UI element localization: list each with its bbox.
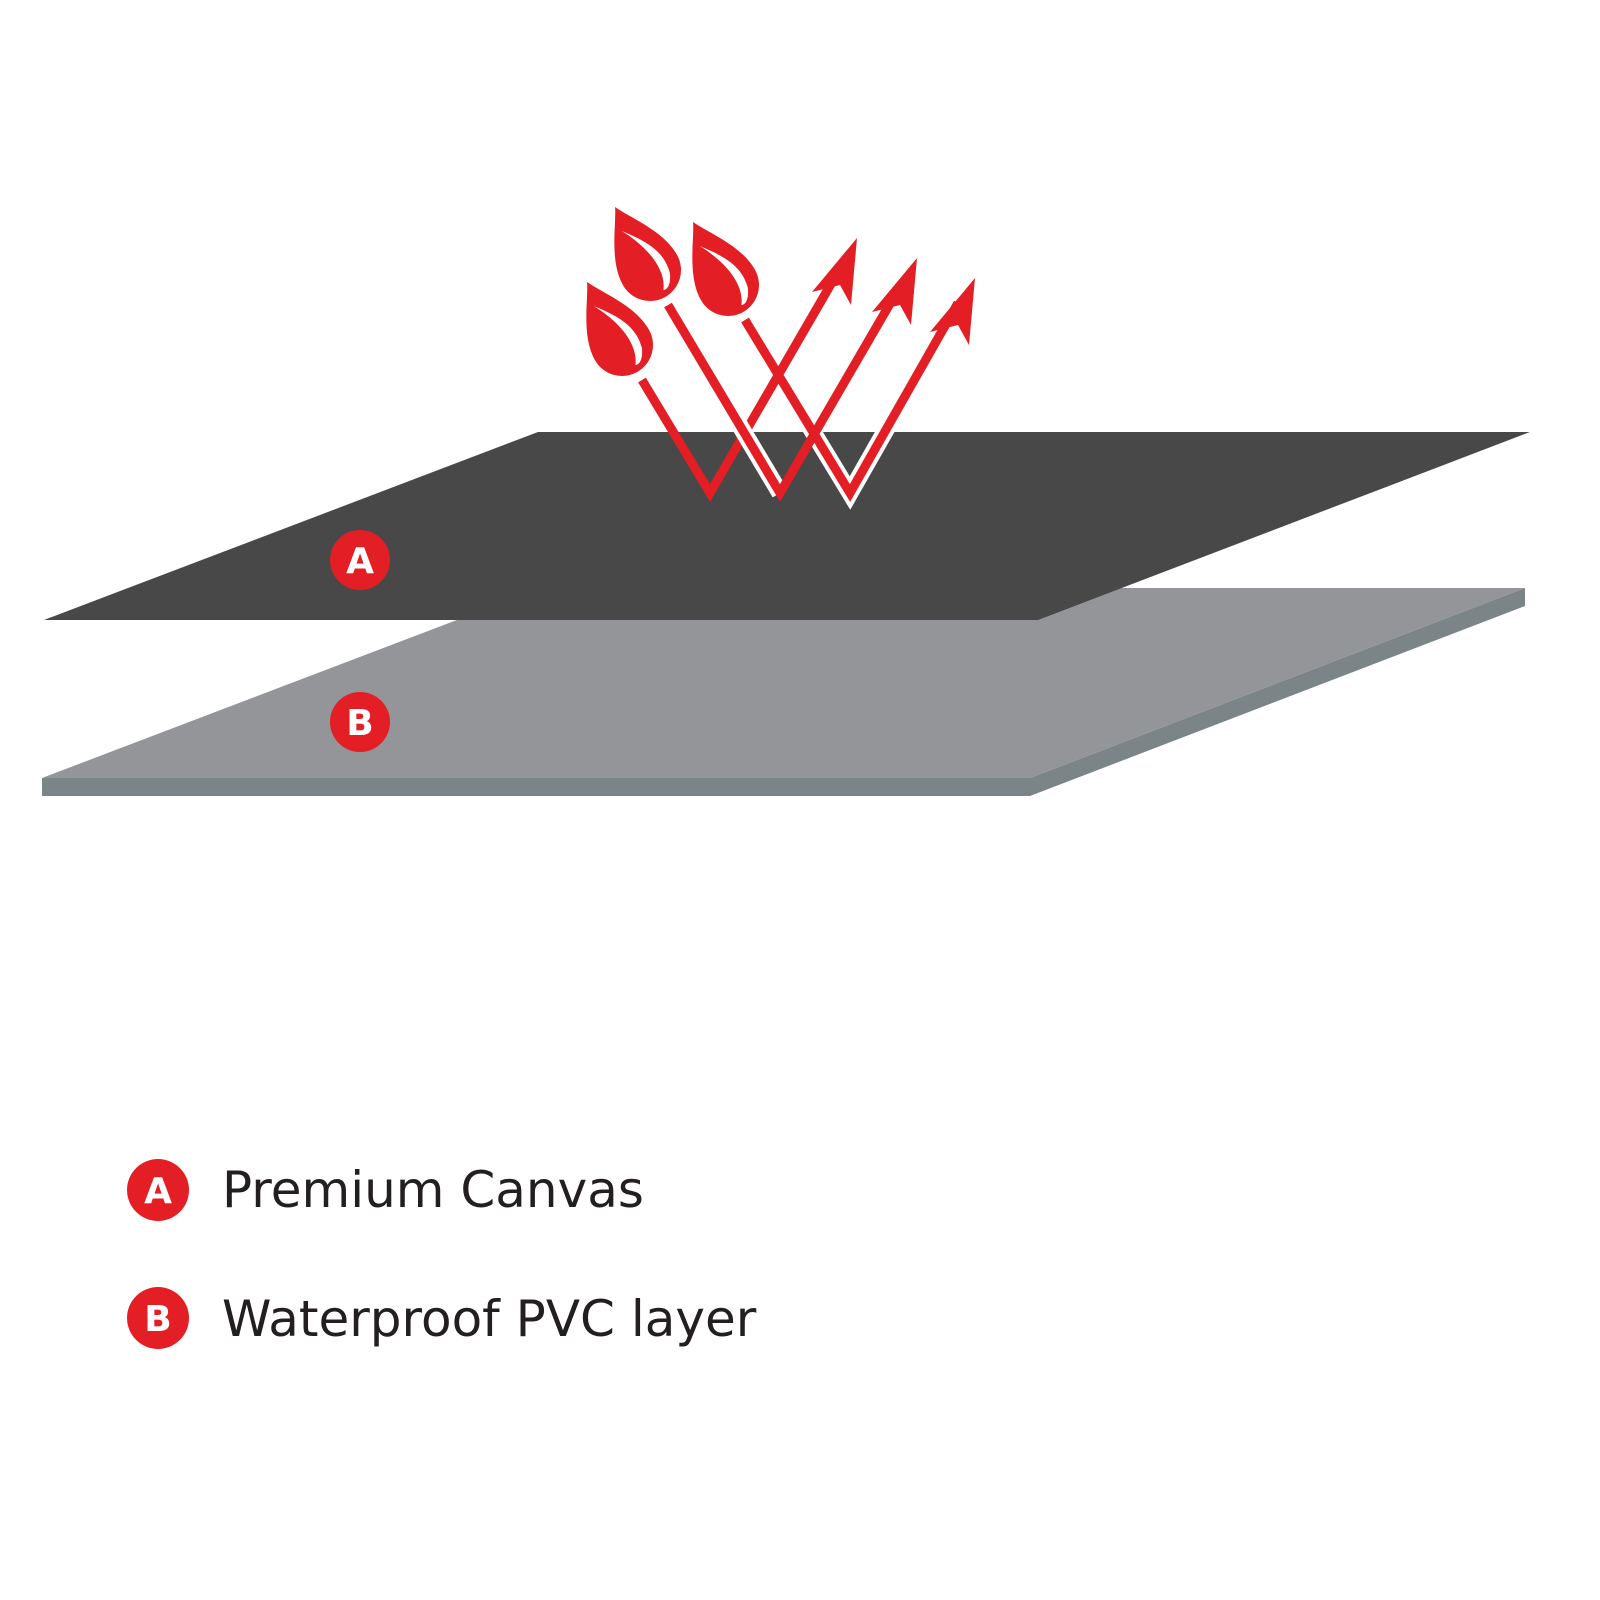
- pvc-layer: [42, 588, 1525, 796]
- deflect-arrows: [638, 238, 975, 510]
- deflect-arrow-icon: [741, 300, 962, 502]
- layer-a-badge: A: [330, 530, 390, 590]
- water-drop-icon: [665, 206, 771, 328]
- layer-b-badge: B: [330, 692, 390, 752]
- legend-item-b: B Waterproof PVC layer: [127, 1287, 757, 1349]
- legend-item-a: A Premium Canvas: [127, 1159, 644, 1221]
- canvas-layer: [44, 432, 1530, 620]
- svg-text:Premium Canvas: Premium Canvas: [222, 1161, 644, 1219]
- svg-text:B: B: [144, 1299, 171, 1340]
- svg-text:A: A: [346, 541, 374, 582]
- deflect-arrow-icon: [638, 262, 846, 502]
- svg-text:A: A: [144, 1171, 172, 1212]
- svg-text:Waterproof PVC layer: Waterproof PVC layer: [222, 1290, 757, 1348]
- deflect-arrow-icon: [664, 280, 906, 502]
- svg-text:B: B: [346, 703, 373, 744]
